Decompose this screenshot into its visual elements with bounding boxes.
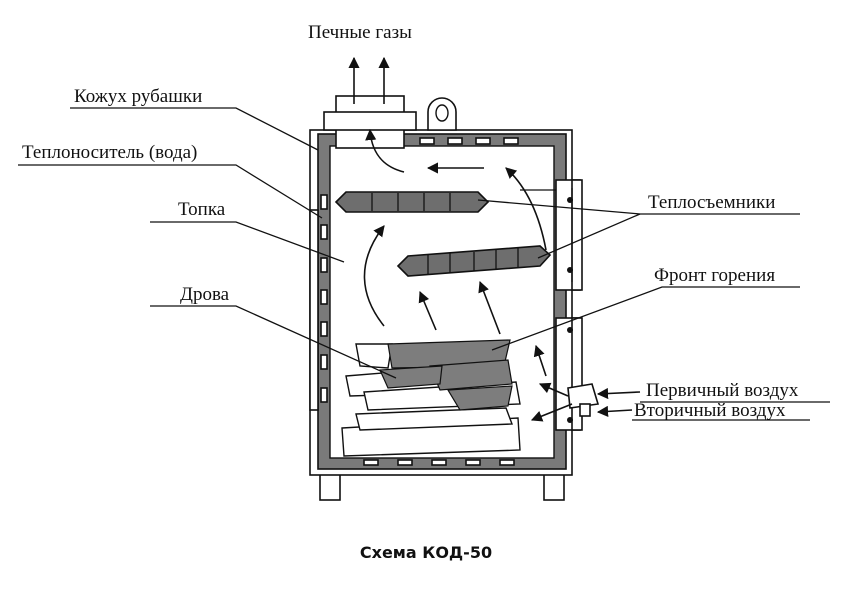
label-primary-air: Первичный воздух <box>646 380 799 401</box>
upper-door <box>555 179 583 291</box>
left-side-strip <box>309 209 319 411</box>
label-heat-exchangers: Теплосъемники <box>648 192 775 213</box>
label-secondary-air: Вторичный воздух <box>634 400 786 421</box>
top-jacket-slots <box>419 137 519 145</box>
bottom-jacket-slots <box>363 459 515 466</box>
label-combustion-front: Фронт горения <box>654 265 775 286</box>
label-coolant: Теплоноситель (вода) <box>22 142 197 163</box>
flue-pipe-flange <box>323 111 417 131</box>
gas-flow-arrows <box>348 56 641 422</box>
lower-heat-exchanger <box>396 245 552 277</box>
diagram-caption: Схема КОД-50 <box>360 543 492 562</box>
label-jacket-casing: Кожух рубашки <box>74 86 202 107</box>
upper-heat-exchanger <box>334 191 490 213</box>
left-jacket-slots <box>320 194 328 403</box>
lower-door <box>555 317 583 431</box>
label-firebox: Топка <box>178 199 226 220</box>
air-damper <box>567 383 600 417</box>
combustion-front-zone <box>379 339 513 411</box>
label-firewood: Дрова <box>180 284 230 305</box>
leader-lines <box>18 107 830 421</box>
lifting-eye <box>427 97 457 131</box>
label-flue-gases: Печные газы <box>308 22 412 43</box>
